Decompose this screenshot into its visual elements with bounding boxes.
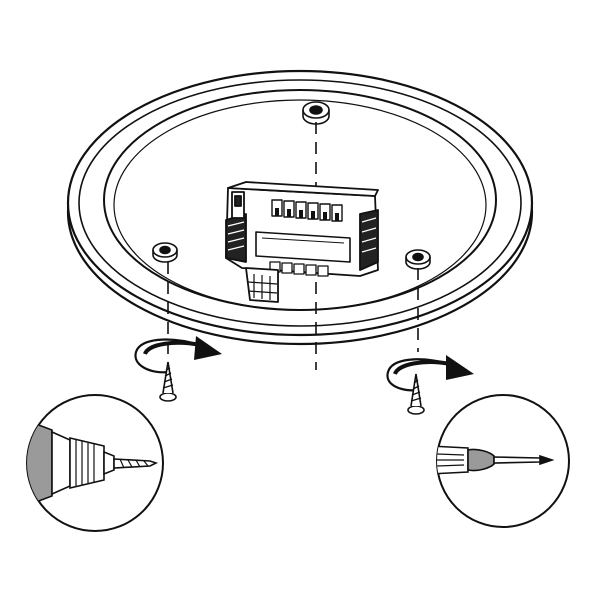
clockwise-arrow-icon (134, 336, 222, 374)
terminal-block (225, 181, 379, 303)
mount-hole-left (152, 242, 178, 263)
drill-inset (26, 394, 164, 532)
screwdriver-icon (437, 445, 555, 475)
screw-right (407, 373, 425, 415)
screwdriver-inset (436, 394, 570, 528)
screw-left (159, 361, 177, 402)
clockwise-arrow-icon (386, 355, 474, 392)
